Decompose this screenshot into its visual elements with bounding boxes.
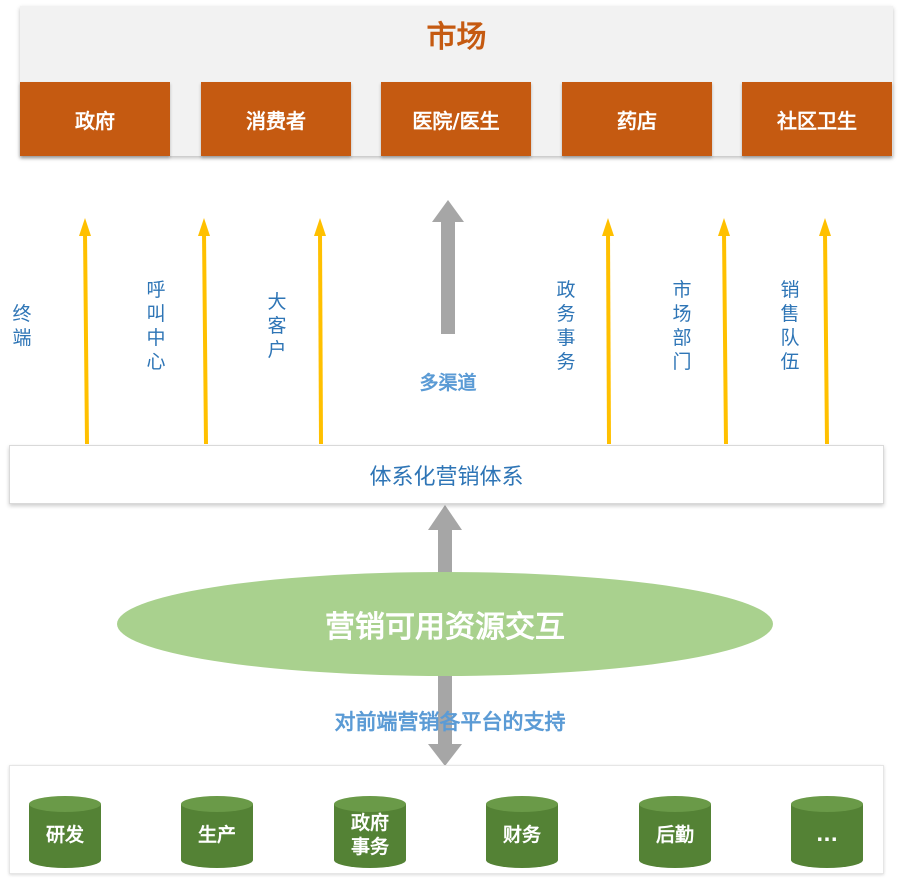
system-bar: 体系化营销体系 — [9, 445, 884, 504]
cylinder-icon-production — [181, 796, 253, 868]
cylinder-icon-government-affairs — [334, 796, 406, 868]
market-segment-hospital: 医院/医生 — [381, 82, 531, 156]
cylinder-icon-rnd — [29, 796, 101, 868]
market-segment-government: 政府 — [20, 82, 170, 156]
yellow-arrow-marketing-dept — [718, 218, 730, 445]
backend-item-more: ... — [816, 824, 838, 846]
resource-ellipse: 营销可用资源交互 — [117, 572, 773, 676]
yellow-arrow-key-account — [314, 218, 326, 445]
market-segment-community-health: 社区卫生 — [742, 82, 892, 156]
cylinder-icon-finance — [486, 796, 558, 868]
market-segment-consumer: 消费者 — [201, 82, 351, 156]
cylinder-icon-logistics — [639, 796, 711, 868]
multi-channel-label: 多渠道 — [419, 372, 477, 394]
gray-arrow-multichannel — [432, 200, 464, 334]
backend-item-finance: 财务 — [502, 824, 541, 846]
backend-item-logistics: 后勤 — [655, 824, 694, 846]
yellow-arrow-terminal — [79, 218, 91, 445]
market-segment-pharmacy: 药店 — [562, 82, 712, 156]
gray-arrow-resources-to-system — [428, 505, 462, 574]
channel-label-key-account: 大客户 — [267, 291, 287, 361]
channel-label-marketing-dept: 市场部门 — [672, 279, 692, 373]
backend-item-production: 生产 — [197, 824, 236, 846]
channel-label-terminal: 终端 — [12, 303, 32, 349]
channel-label-sales-team: 销售队伍 — [780, 279, 800, 373]
yellow-arrow-government-affairs — [602, 218, 614, 445]
support-label: 对前端营销各平台的支持 — [334, 710, 566, 734]
backend-item-government-affairs: 政府事务 — [350, 812, 389, 858]
gray-arrow-backend-support — [428, 674, 462, 766]
market-title: 市场 — [426, 20, 487, 55]
cylinder-icon-more — [791, 796, 863, 868]
channel-label-call-center: 呼叫中心 — [146, 279, 166, 373]
backend-item-rnd: 研发 — [45, 824, 84, 846]
yellow-arrow-sales-team — [819, 218, 831, 445]
channel-label-government-affairs: 政务事务 — [556, 279, 576, 373]
backend-panel — [9, 765, 884, 874]
yellow-arrow-call-center — [198, 218, 210, 445]
